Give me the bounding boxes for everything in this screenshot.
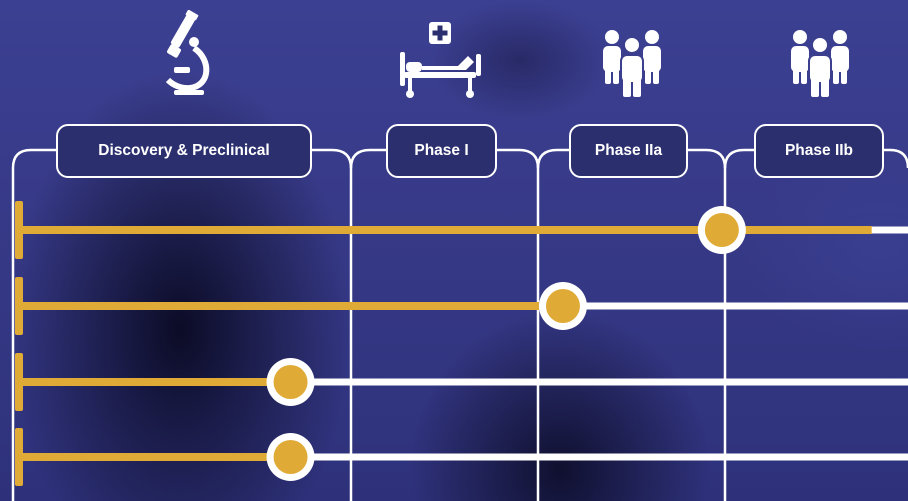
phase-label-phase-1: Phase I [386, 124, 497, 178]
column-bracket [884, 148, 908, 169]
people-group-icon [788, 28, 852, 98]
start-tick [15, 353, 23, 411]
column-bracket [497, 148, 540, 501]
phase-label-discovery: Discovery & Preclinical [56, 124, 312, 178]
column-bracket [349, 148, 386, 169]
start-tick [15, 201, 23, 259]
column-bracket [312, 148, 353, 501]
column-bracket [688, 148, 727, 501]
start-tick [15, 277, 23, 335]
progress-marker [704, 213, 739, 247]
column-bracket [11, 148, 56, 501]
phase-label-phase-2b: Phase IIb [754, 124, 884, 178]
progress-marker [545, 289, 580, 323]
phase-label-phase-2a: Phase IIa [569, 124, 688, 178]
column-bracket [723, 148, 754, 169]
people-group-icon [600, 28, 664, 98]
progress-marker [273, 440, 308, 474]
microscope-icon [150, 9, 220, 100]
progress-marker [273, 365, 308, 399]
hospital-bed-icon [396, 22, 486, 100]
start-tick [15, 428, 23, 486]
column-bracket [536, 148, 569, 169]
